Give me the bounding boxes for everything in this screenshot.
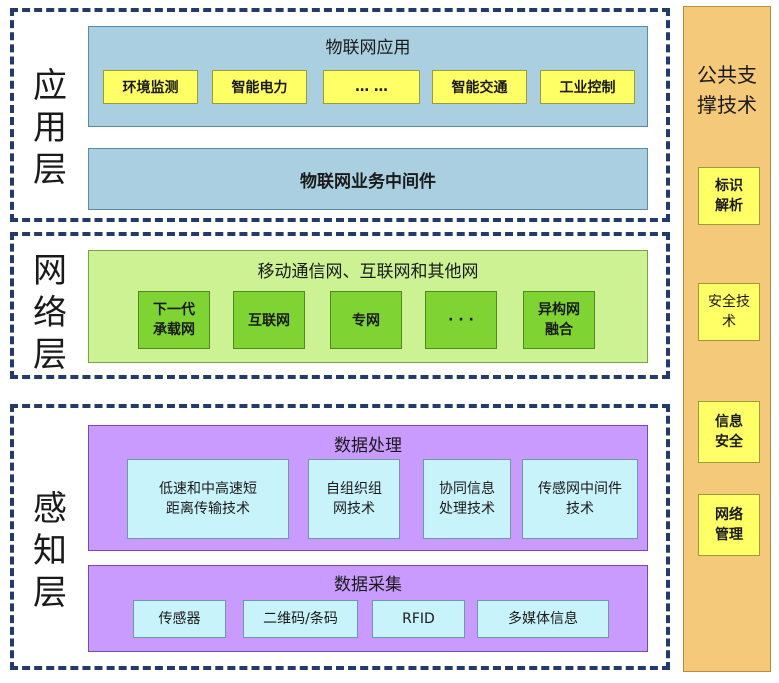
net-ellipsis: · · · — [425, 291, 497, 349]
app-smart-transport: 智能交通 — [432, 70, 527, 104]
perception-layer — [10, 404, 670, 670]
app-industrial-control: 工业控制 — [540, 70, 635, 104]
net-private: 专网 — [330, 291, 402, 349]
proc-sensor-middleware: 传感网中间件 技术 — [522, 459, 638, 539]
proc-self-organizing-network: 自组织组 网技术 — [308, 459, 400, 539]
support-network-management: 网络 管理 — [698, 494, 760, 556]
support-security-tech: 安全技 术 — [698, 283, 760, 341]
application-layer-label: 应用层 — [33, 66, 67, 190]
application-layer — [10, 8, 670, 222]
data-processing-title: 数据处理 — [334, 436, 402, 456]
iot-middleware-block: 物联网业务中间件 — [88, 148, 648, 210]
iot-applications-title: 物联网应用 — [325, 38, 411, 58]
proc-transmission-tech: 低速和中高速短 距离传输技术 — [127, 459, 289, 539]
perception-layer-label: 感知层 — [33, 489, 67, 613]
collect-qr-barcode: 二维码/条码 — [243, 600, 358, 638]
collect-sensor: 传感器 — [133, 600, 226, 638]
support-information-security: 信息 安全 — [698, 401, 760, 463]
net-internet: 互联网 — [233, 291, 305, 349]
proc-collaborative-processing: 协同信息 处理技术 — [423, 459, 511, 539]
collect-rfid: RFID — [372, 600, 465, 638]
public-support-title: 公共支 撑技术 — [697, 63, 757, 117]
collect-multimedia: 多媒体信息 — [477, 600, 609, 638]
app-ellipsis: … … — [323, 70, 420, 104]
net-heterogeneous-fusion: 异构网 融合 — [523, 291, 595, 349]
network-title: 移动通信网、互联网和其他网 — [257, 262, 479, 282]
app-smart-power: 智能电力 — [212, 70, 307, 104]
network-layer — [10, 232, 670, 379]
network-layer-label: 网络层 — [33, 251, 67, 375]
net-next-gen-bearer: 下一代 承载网 — [138, 291, 210, 349]
app-environment-monitoring: 环境监测 — [103, 70, 198, 104]
data-collection-title: 数据采集 — [334, 575, 402, 595]
support-identification: 标识 解析 — [698, 167, 760, 225]
